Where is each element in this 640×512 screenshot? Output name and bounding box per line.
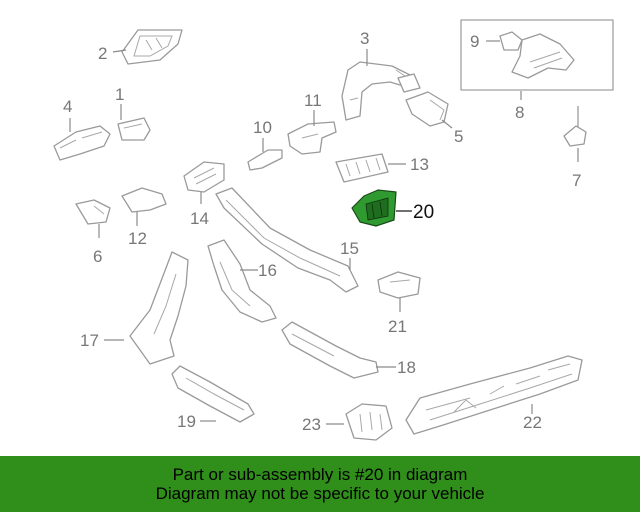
part-7-sensor-pin[interactable] (563, 106, 587, 147)
part-1-vent[interactable] (117, 117, 151, 141)
label-18: 18 (397, 358, 416, 377)
label-22: 22 (523, 413, 542, 432)
part-23-vent[interactable] (345, 403, 393, 441)
part-16-duct[interactable] (207, 239, 277, 323)
part-20-highlighted-vent[interactable] (351, 189, 397, 227)
part-8-vent-assembly[interactable] (511, 33, 575, 79)
label-16: 16 (258, 261, 277, 280)
part-15-long-duct[interactable] (215, 187, 359, 293)
label-15: 15 (340, 239, 359, 258)
part-13-vent-grille[interactable] (335, 153, 389, 183)
part-12-duct[interactable] (121, 187, 167, 213)
label-20: 20 (413, 202, 434, 223)
label-4: 4 (63, 97, 72, 116)
part-3-duct[interactable] (341, 61, 421, 121)
part-4-vent[interactable] (53, 125, 111, 161)
banner-line-1: Part or sub-assembly is #20 in diagram (172, 465, 468, 484)
part-22-dash-vent-panel[interactable] (405, 355, 583, 435)
part-6-vent[interactable] (75, 199, 111, 225)
part-19-floor-duct[interactable] (171, 365, 255, 423)
label-12: 12 (128, 229, 147, 248)
banner-line-2: Diagram may not be specific to your vehi… (155, 484, 485, 503)
part-5-duct-outlet[interactable] (405, 91, 449, 127)
label-23: 23 (302, 415, 321, 434)
part-11-duct[interactable] (287, 121, 337, 155)
label-6: 6 (93, 247, 102, 266)
label-3: 3 (360, 29, 369, 48)
label-7: 7 (572, 171, 581, 190)
label-5: 5 (454, 127, 463, 146)
part-9-clip[interactable] (499, 31, 523, 51)
part-21-vent[interactable] (377, 271, 421, 299)
label-11: 11 (304, 91, 322, 110)
label-17: 17 (80, 331, 99, 350)
info-banner: Part or sub-assembly is #20 in diagram D… (0, 456, 640, 512)
part-14-actuator[interactable] (183, 161, 225, 193)
label-10: 10 (253, 118, 272, 137)
label-19: 19 (177, 412, 196, 431)
label-9: 9 (470, 32, 479, 51)
label-1: 1 (115, 85, 124, 104)
label-14: 14 (190, 209, 209, 228)
part-18-floor-duct[interactable] (281, 321, 379, 379)
part-17-floor-duct[interactable] (129, 251, 189, 365)
label-21: 21 (388, 317, 407, 336)
part-10-bracket[interactable] (247, 149, 283, 171)
label-2: 2 (98, 44, 107, 63)
part-2-vent-housing[interactable] (121, 29, 183, 65)
label-13: 13 (410, 155, 429, 174)
label-8: 8 (515, 103, 524, 122)
parts-diagram: 2 3 5 9 8 4 1 11 (53, 19, 614, 441)
